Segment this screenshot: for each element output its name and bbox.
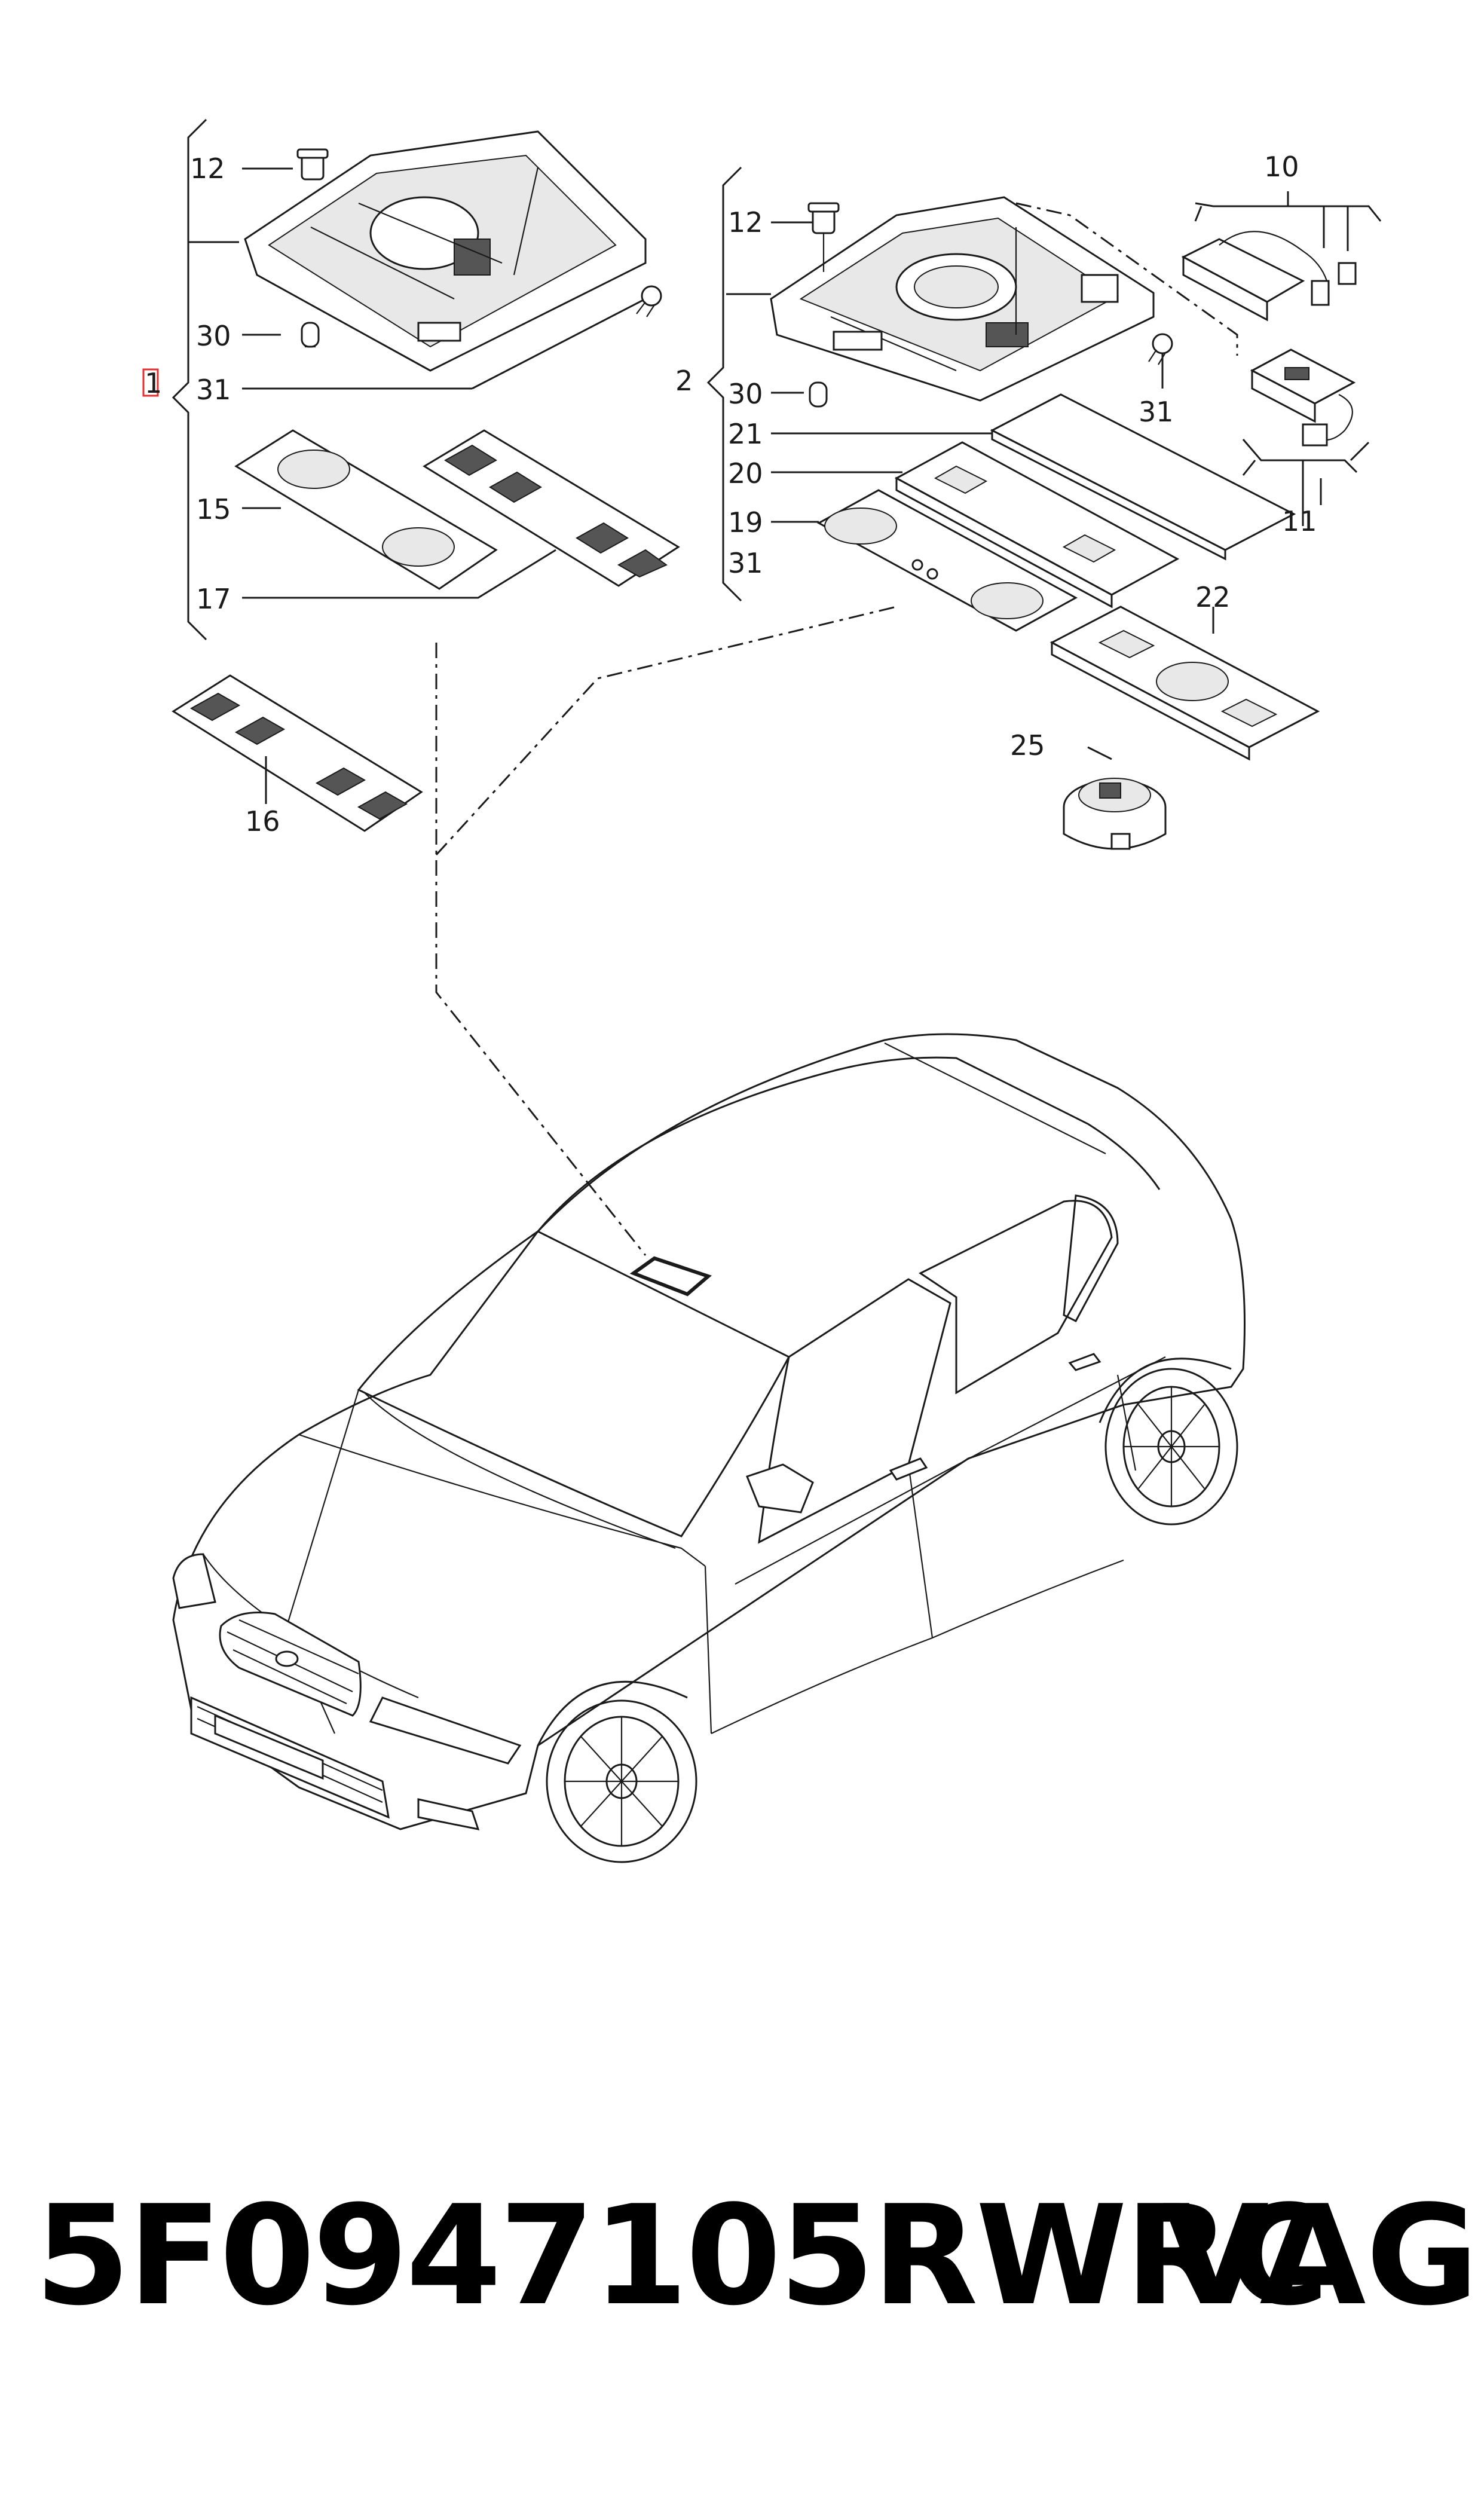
callout: 17	[196, 583, 231, 615]
callout: 20	[728, 457, 763, 490]
bulb-30-left	[301, 322, 320, 348]
bulb-holder-12-left	[296, 148, 329, 181]
right-assembly-group	[706, 166, 1382, 850]
lens-cover-16	[172, 674, 423, 832]
front-wheel	[537, 1680, 697, 1863]
screw-31-right	[1148, 333, 1173, 365]
callout: 25	[1010, 729, 1045, 762]
callout: 31	[728, 547, 763, 579]
location-marker	[629, 1256, 712, 1297]
callout: 22	[1195, 581, 1231, 613]
location-link-line	[435, 606, 897, 856]
bulb-30-right	[809, 381, 828, 408]
callout: 11	[1282, 505, 1317, 537]
location-link-line	[435, 643, 647, 1256]
interior-lamp-housing-right	[770, 196, 1155, 402]
callout: 21	[728, 418, 763, 450]
callout: 12	[728, 206, 763, 239]
callout: 30	[728, 378, 763, 410]
interior-lamp-housing-left	[244, 130, 647, 372]
trim-panel-21	[990, 393, 1296, 561]
trim-panel-22	[1049, 606, 1320, 761]
sensor-25	[1063, 746, 1167, 850]
screw-31-left	[636, 285, 662, 317]
callout-labels: 12 30 1 31 15 17 16 10 12 2 30 31 21 20 …	[145, 151, 1317, 837]
callout: 1	[145, 367, 162, 399]
car-outline	[172, 1033, 1246, 1863]
rear-wheel	[1099, 1358, 1238, 1526]
callout: 31	[1139, 396, 1174, 428]
callout: 2	[675, 365, 693, 397]
callout: 10	[1264, 151, 1299, 183]
wiring-harness-10	[1181, 191, 1382, 322]
lens-cover-15	[234, 429, 498, 590]
callout: 16	[245, 805, 280, 837]
bulb-holder-12-right	[807, 202, 840, 272]
callout: 12	[190, 152, 225, 185]
part-number-caption: 5F0947105RWRC	[35, 2176, 1329, 2336]
highlight-box	[142, 368, 159, 397]
callout: 19	[728, 506, 763, 539]
callout: 15	[196, 493, 231, 525]
callout: 31	[196, 374, 231, 406]
left-assembly-group	[142, 118, 680, 832]
exploded-parts-diagram: 12 30 1 31 15 17 16 10 12 2 30 31 21 20 …	[142, 118, 1382, 1863]
switch-module-11	[1242, 348, 1370, 526]
brand-caption: VAG	[1162, 2176, 1479, 2336]
trim-panel-20	[894, 441, 1180, 609]
lens-panel-19	[816, 489, 1078, 632]
callout: 30	[196, 320, 231, 352]
lens-cover-17	[423, 429, 680, 587]
